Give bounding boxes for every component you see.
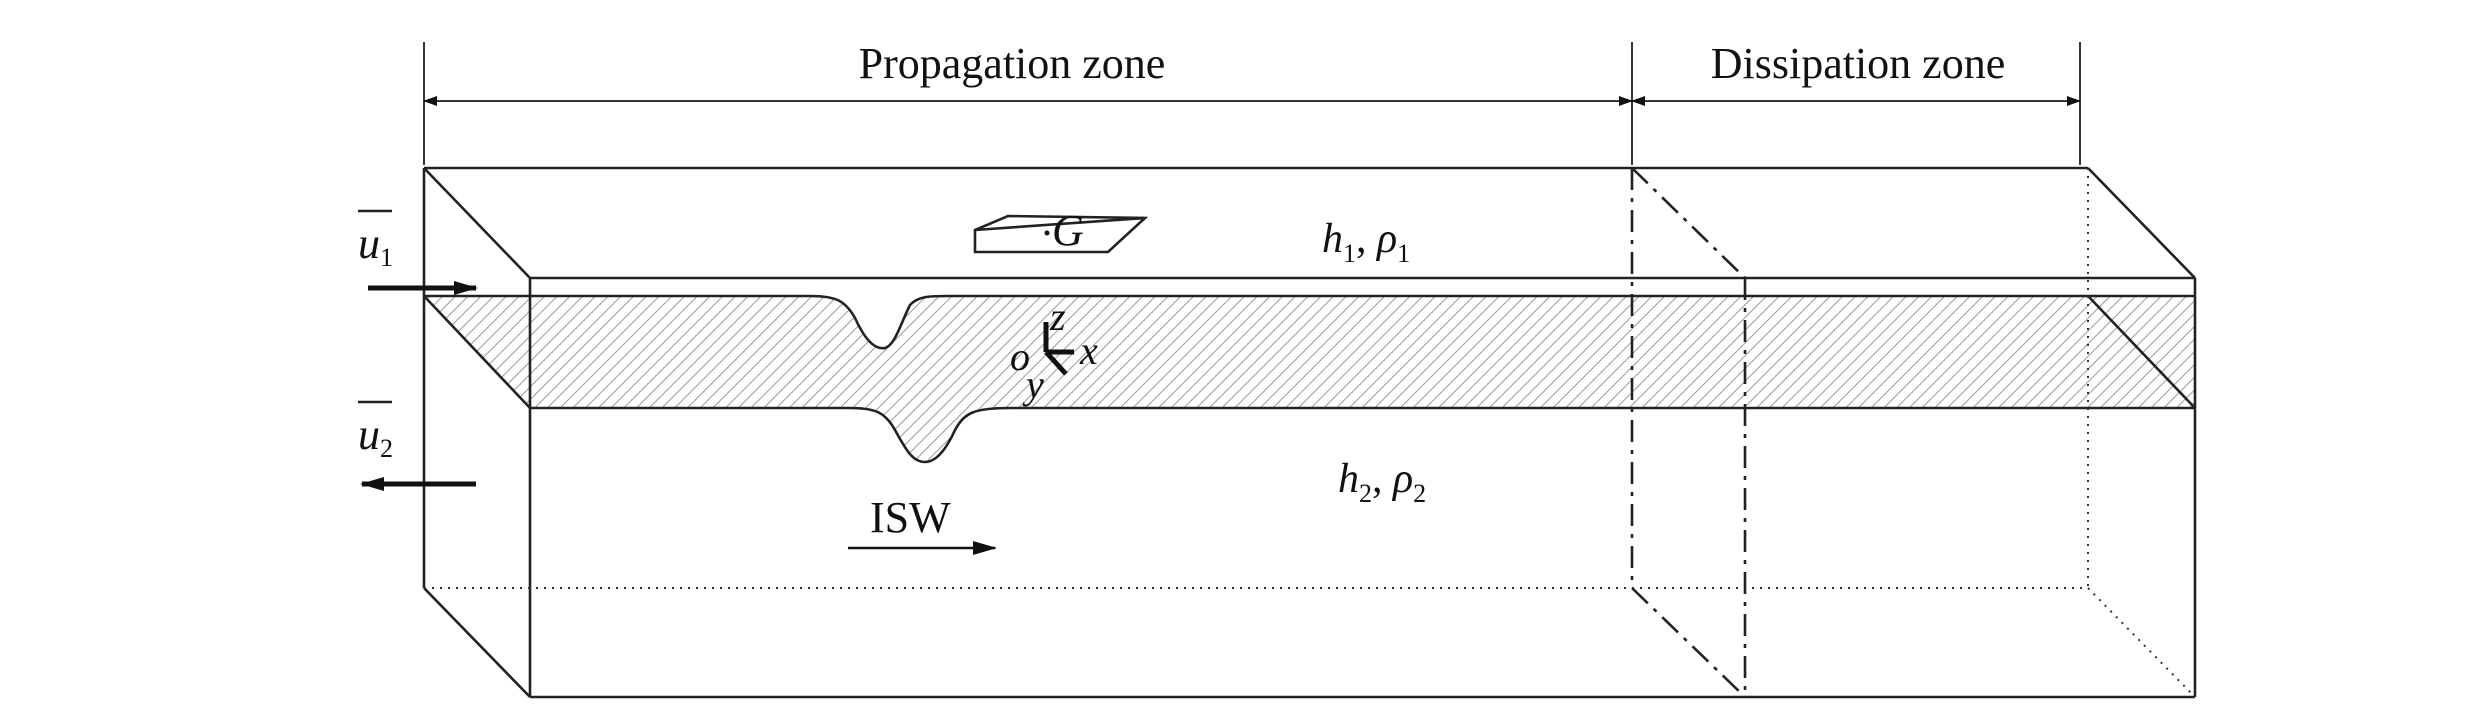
interface-right-edge xyxy=(2087,295,2196,409)
propagation-zone-label: Propagation zone xyxy=(859,39,1166,88)
axis-x-label: x xyxy=(1079,328,1098,373)
lower-layer-properties: h2, ρ2 xyxy=(1338,456,1426,508)
upper-layer-properties: h1, ρ1 xyxy=(1322,216,1410,268)
interface-layer xyxy=(424,296,2195,462)
dissipation-zone-label: Dissipation zone xyxy=(1711,39,2006,88)
interface-lower-edge xyxy=(530,406,2195,464)
axis-origin-label: o xyxy=(1010,334,1030,379)
hidden-edges xyxy=(424,168,2196,698)
isw-label: ISW xyxy=(870,493,951,542)
axis-z-label: z xyxy=(1049,294,1066,339)
y-axis xyxy=(1044,350,1068,376)
floating-body xyxy=(973,214,1149,254)
interface-left-edge xyxy=(423,295,531,409)
upper-layer-velocity-label: u1 xyxy=(358,219,393,272)
interface-upper-edge xyxy=(424,294,2195,350)
dimension-lines xyxy=(423,42,2081,165)
axis-y-label: y xyxy=(1022,362,1044,407)
body-center-dot xyxy=(1044,230,1050,236)
zone-separator-plane xyxy=(1630,167,1747,698)
tank-outline xyxy=(422,166,2197,699)
lower-layer-velocity-label: u2 xyxy=(358,410,393,463)
coordinate-axes xyxy=(1043,322,1074,376)
body-label: G xyxy=(1052,206,1084,255)
